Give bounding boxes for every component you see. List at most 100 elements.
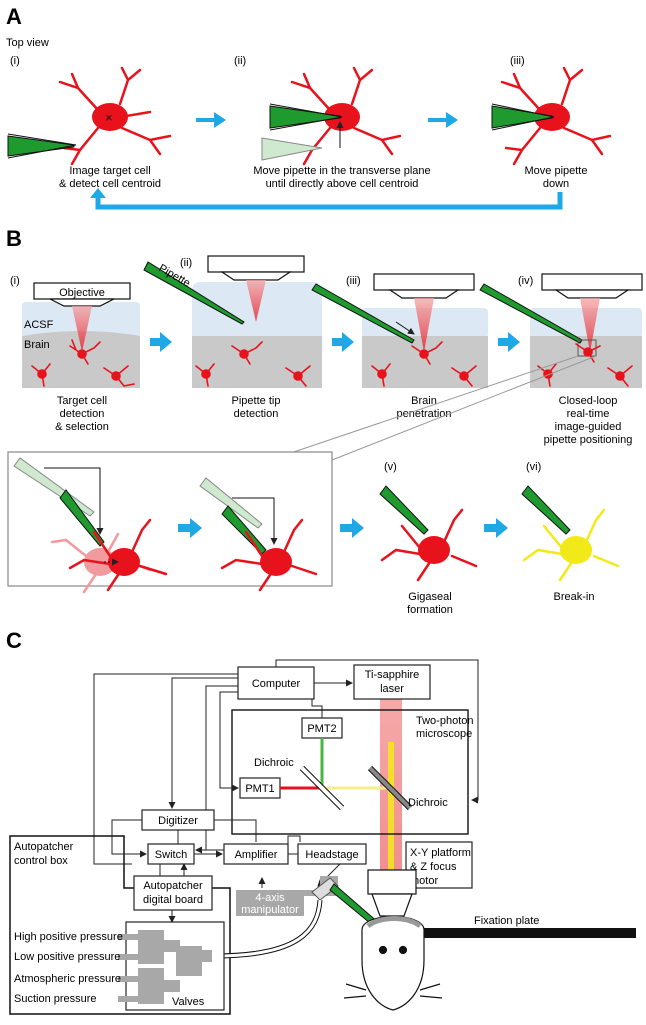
pressure-tubing-inner [213,899,322,958]
b-neuron-4c [607,365,633,387]
b-cap-2b: detection [234,408,279,420]
headstage-label: Headstage [305,849,358,861]
a-pipette-2 [261,103,344,161]
digital-board-label-1: Autopatcher [143,880,203,892]
b-cap-2a: Pipette tip [232,395,281,407]
dichroic-mirror-right-fill [368,766,412,810]
platform-label-2: & Z focus [410,861,457,873]
panel-c-label: C [6,628,22,653]
pmt2-label: PMT2 [307,723,336,735]
b-neuron-2c [285,365,311,387]
a-pipette-1 [7,133,77,159]
manipulator-label-1: 4-axis [255,892,285,904]
b-scene-1 [22,282,140,388]
digitizer-to-switch-line-2 [111,819,147,858]
a-neuron-1: × [58,66,172,166]
a-caption-3a: Move pipette [525,165,588,177]
manipulator-block [236,876,338,916]
pressure-label-4: Suction pressure [14,993,97,1005]
zoom-lines [269,355,597,461]
platform-label-3: motor [410,875,438,887]
a-arrow-2 [428,112,458,128]
b-arrow-4 [340,518,364,538]
a-caption-2b: until directly above cell centroid [266,178,419,190]
pressure-label-1: High positive pressure [14,931,123,943]
control-box-label-1: Autopatcher [14,841,74,853]
b-cap-4a: Closed-loop [559,395,618,407]
b-neuron-1b [31,363,51,387]
objective-label: Objective [59,287,105,299]
b-cap-3a: Brain [411,395,437,407]
microscope-box [231,709,469,835]
b-neuron-3c [451,365,477,387]
a-loop-arrowhead [90,188,106,198]
c-pipette [311,877,381,929]
fixation-plate-label: Fixation plate [474,915,539,927]
a-loop-arrow [95,192,563,210]
b-step-6-num: (vi) [526,461,541,473]
b-neuron-2a [231,341,263,365]
c-objective [367,869,417,917]
a-step-2-num: (ii) [234,55,246,67]
laser-label-2: laser [380,683,404,695]
b-cap-6: Break-in [554,591,595,603]
b-arrow-5 [484,518,508,538]
b-cap-3b: penetration [396,408,451,420]
pmt1-label: PMT1 [245,783,274,795]
b-cap-4c: image-guided [555,421,622,433]
b-cap-4b: real-time [567,408,610,420]
valves-label: Valves [172,996,205,1008]
b-neuron-1a [69,339,101,365]
b-cap-1b: detection [60,408,105,420]
centroid-marker: × [105,110,113,125]
b-neurons [31,339,633,387]
b-scene-3 [311,273,488,388]
panel-b-label: B [6,226,22,251]
pressure-label-3: Atmospheric pressure [14,973,121,985]
control-box-label-2: control box [14,855,68,867]
b-arrow-2 [332,332,354,352]
b-step-2-num: (ii) [180,257,192,269]
computer-to-digitizer-line [168,677,238,809]
manipulator-label-2: manipulator [241,904,299,916]
microscope-label-2: microscope [416,728,472,740]
control-box-outline [9,835,231,1015]
a-caption-2a: Move pipette in the transverse plane [253,165,430,177]
microscope-label-1: Two-photon [416,715,473,727]
b-step-3-num: (iii) [346,275,361,287]
b-neuron-1c [103,365,135,387]
digitizer-label: Digitizer [158,815,198,827]
brain-label: Brain [24,339,50,351]
b-cap-1c: & selection [55,421,109,433]
a-pipette-3 [491,103,555,131]
top-view-label: Top view [6,37,49,49]
valve-manifold [118,930,212,1004]
b-scene-6 [521,485,620,582]
pressure-label-2: Low positive pressure [14,951,120,963]
b-arrow-1 [150,332,172,352]
emission-beam [388,742,394,902]
b-step-4-num: (iv) [518,275,533,287]
inset-arrow [178,518,202,538]
b-neuron-2b [195,363,215,387]
digitizer-to-amplifier-line [214,819,257,842]
b-scene-5 [379,485,478,582]
fixation-plate [412,928,636,938]
computer-label: Computer [252,678,301,690]
b-step-1-num: (i) [10,275,20,287]
b-cap-1a: Target cell [57,395,107,407]
b-arrow-3 [498,332,520,352]
dichroic-mirror-left-fill [300,766,344,810]
a-step-1-num: (i) [10,55,20,67]
computer-box [237,666,315,700]
b-neuron-3b [371,363,391,387]
laser-box [353,664,431,700]
a-caption-1b: & detect cell centroid [59,178,161,190]
acsf-label: ACSF [24,319,54,331]
inset-scene-2 [199,477,318,592]
dichroic-right-label: Dichroic [408,797,448,809]
pmt1-to-computer-line [219,691,239,792]
b-step-5-num: (v) [384,461,397,473]
dichroic-left-label: Dichroic [254,757,294,769]
b-scene-4 [479,273,643,388]
